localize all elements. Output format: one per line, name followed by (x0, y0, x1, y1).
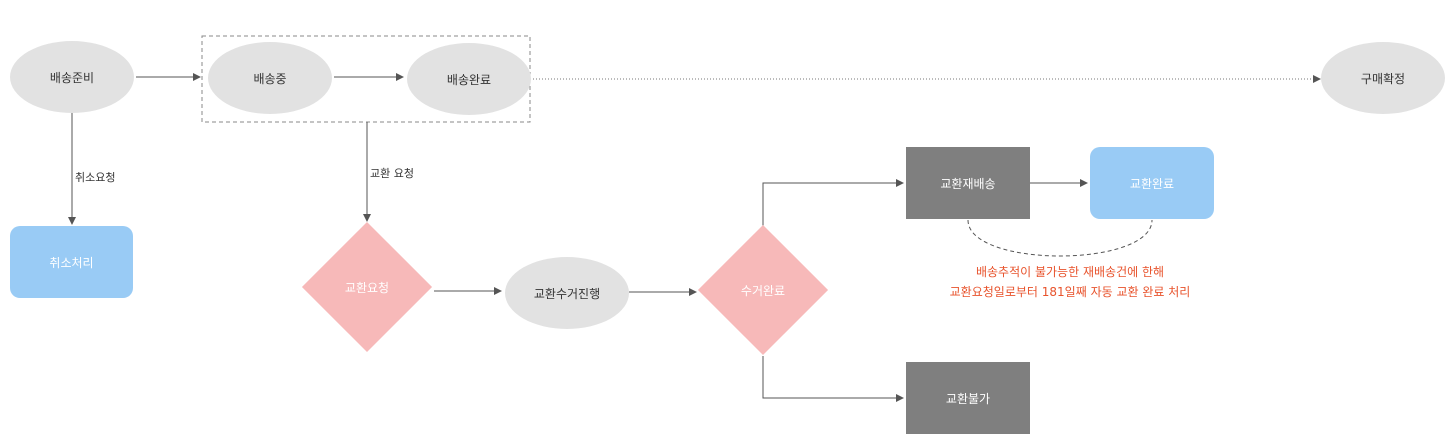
node-cancel-processed[interactable]: 취소처리 (10, 226, 133, 298)
node-exchange-request-decision[interactable]: 교환요청 (301, 221, 433, 353)
edge-complete-to-reshipment (762, 179, 904, 226)
node-exchange-complete[interactable]: 교환완료 (1090, 147, 1214, 219)
edge-complete-to-not-possible (762, 356, 904, 402)
auto-complete-note: 배송추적이 불가능한 재배송건에 한해 교환요청일로부터 181일째 자동 교환… (905, 262, 1235, 302)
node-delivered[interactable]: 배송완료 (407, 43, 531, 115)
node-pickup-complete-decision[interactable]: 수거완료 (697, 224, 829, 356)
pickup-complete-label: 수거완료 (740, 283, 786, 298)
auto-complete-curve (967, 219, 1153, 257)
edge-label-cancel-request: 취소요청 (75, 169, 116, 185)
exchange-request-label: 교환요청 (344, 280, 390, 295)
auto-complete-note-line2: 교환요청일로부터 181일째 자동 교환 완료 처리 (949, 285, 1191, 299)
node-purchase-confirmed[interactable]: 구매확정 (1321, 42, 1445, 114)
node-exchange-pickup-in-progress[interactable]: 교환수거진행 (505, 257, 629, 329)
edge-label-exchange-request: 교환 요청 (370, 165, 414, 181)
node-exchange-not-possible[interactable]: 교환불가 (906, 362, 1030, 434)
node-exchange-reshipment[interactable]: 교환재배송 (906, 147, 1030, 219)
auto-complete-note-line1: 배송추적이 불가능한 재배송건에 한해 (975, 265, 1165, 279)
node-shipping-ready[interactable]: 배송준비 (10, 41, 134, 113)
node-shipping[interactable]: 배송중 (208, 42, 332, 114)
